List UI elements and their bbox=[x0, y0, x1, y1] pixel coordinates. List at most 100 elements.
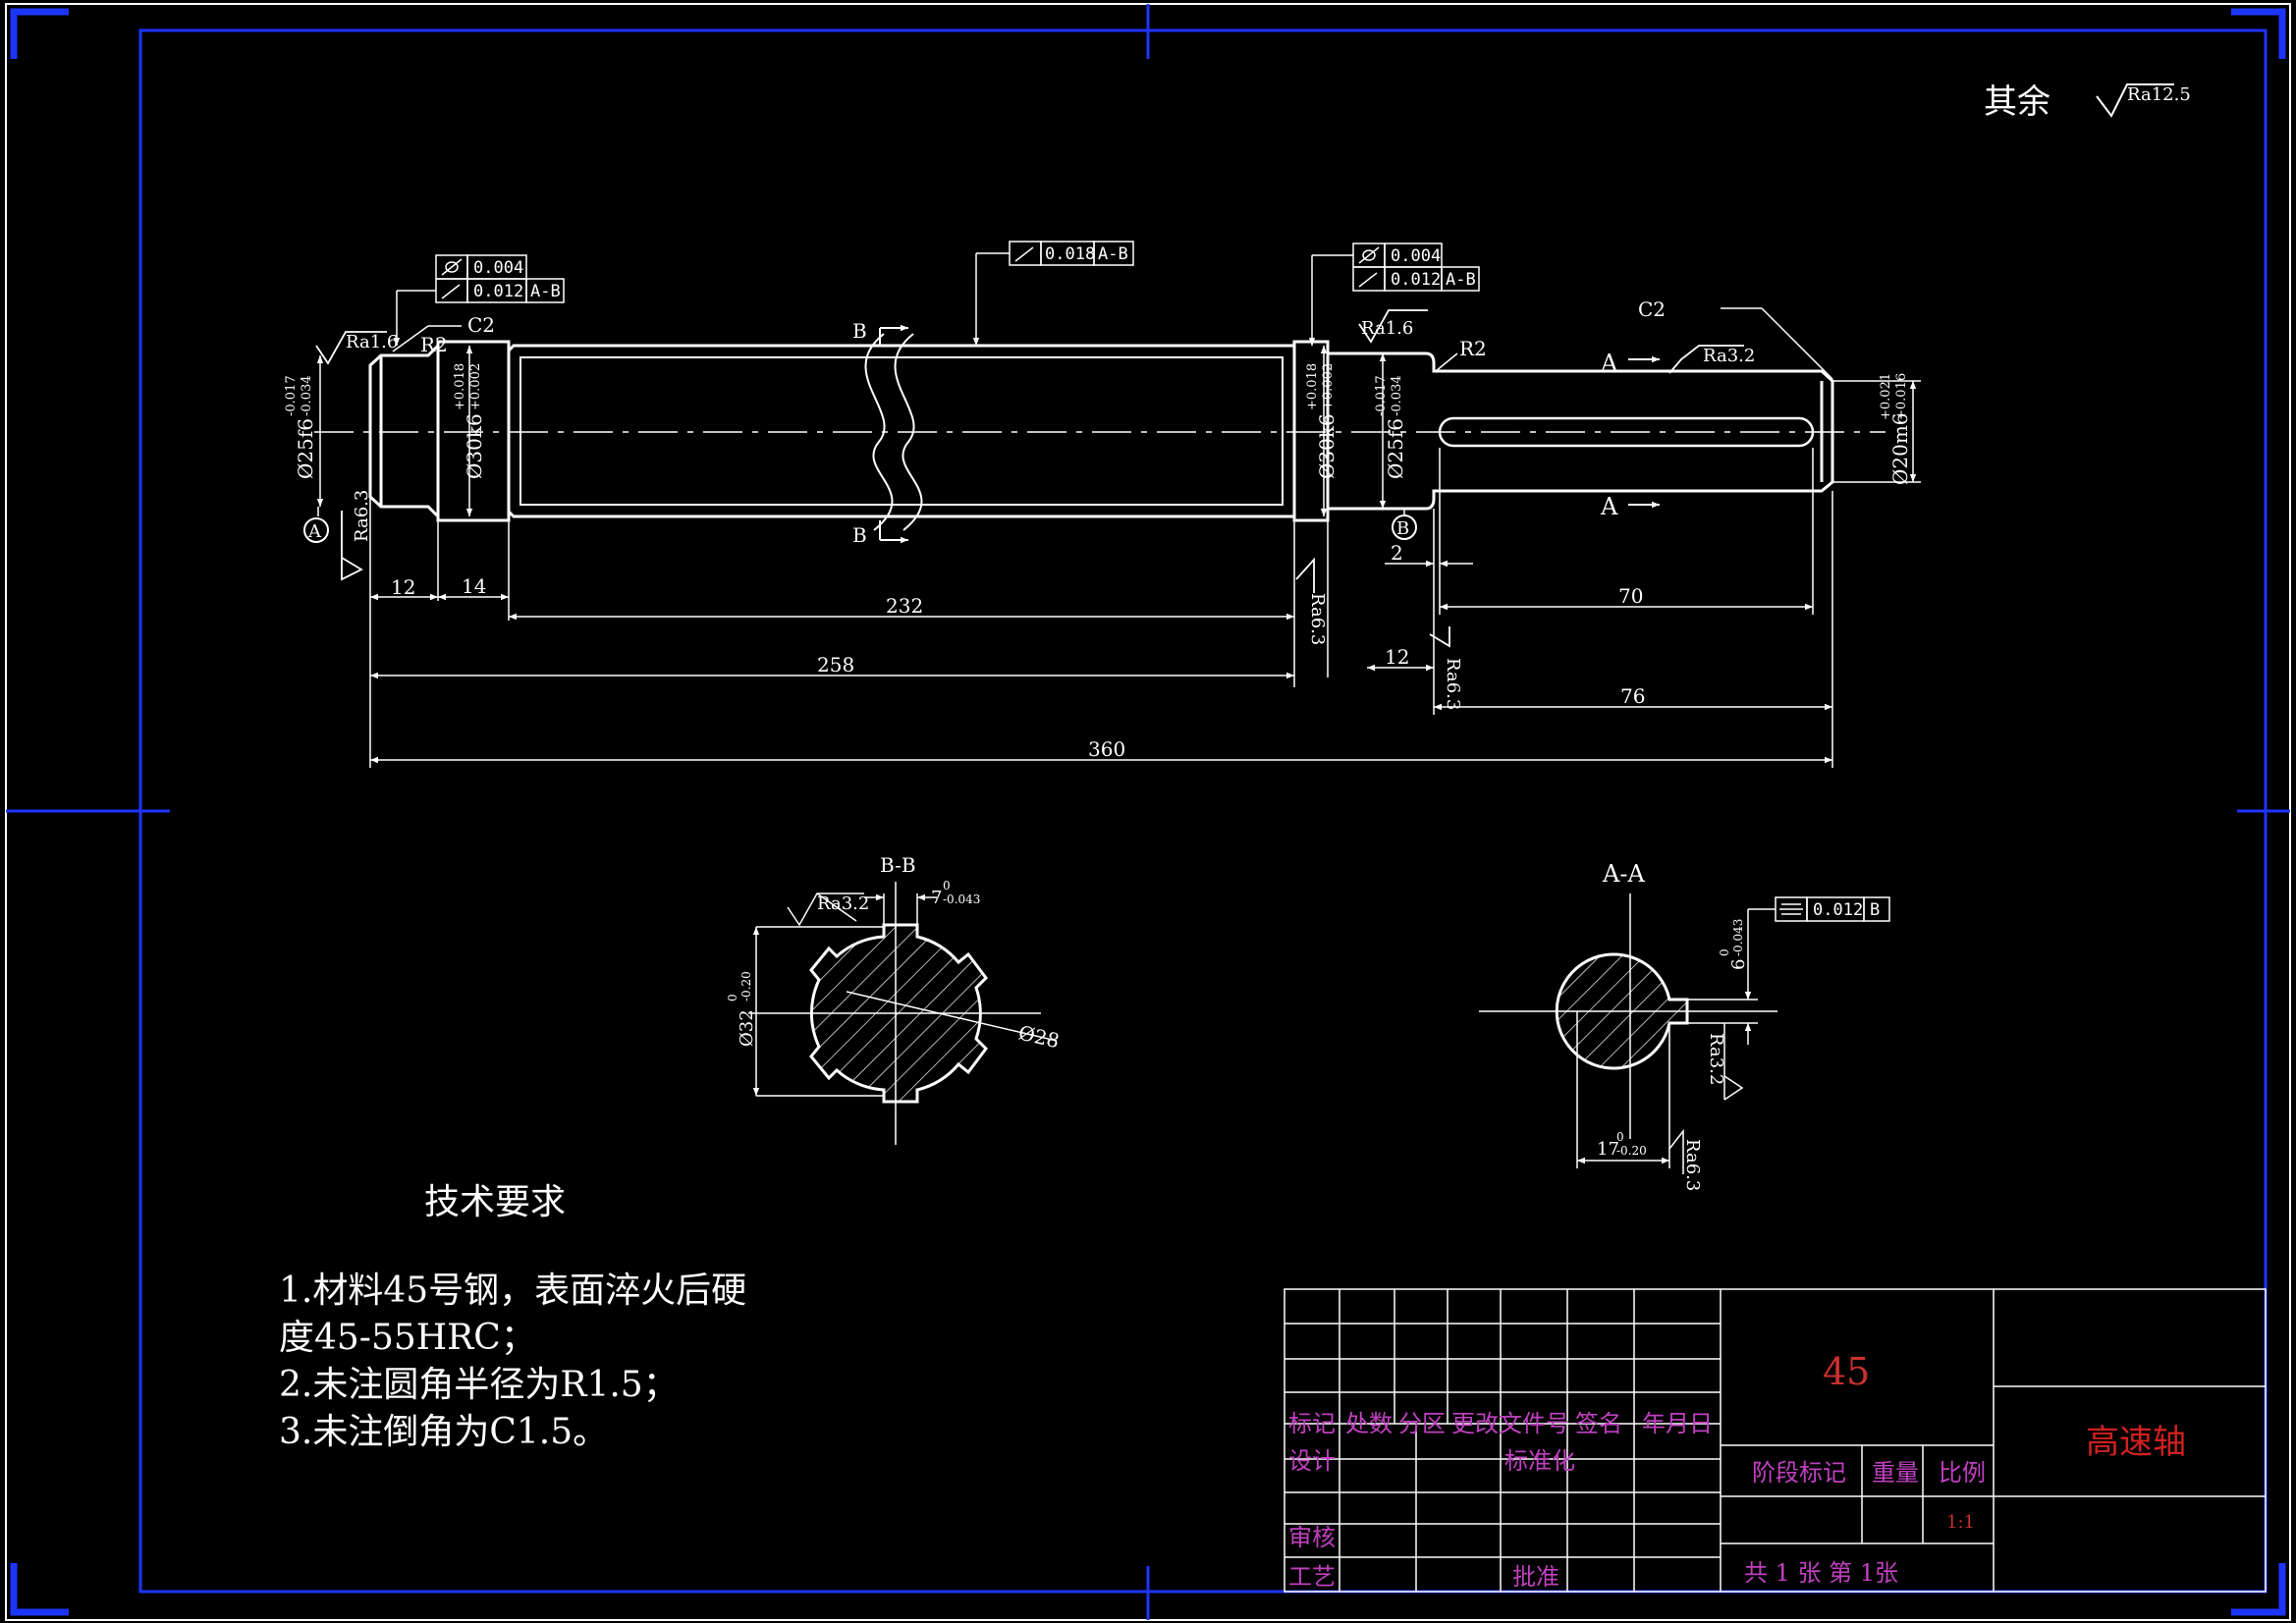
tb-standardization: 标准化 bbox=[1504, 1447, 1575, 1475]
tb-weight: 重量 bbox=[1872, 1459, 1919, 1487]
dia-right-shoulder: Ø30k6 bbox=[1315, 413, 1339, 479]
drawing-frame bbox=[5, 3, 2291, 1621]
title-block-text: 标记 处数 分区 更改文件号 签名 年月日 设计 标准化 审核 工艺 批准 阶段… bbox=[1288, 1350, 2186, 1591]
section-bb-outer-dia: Ø32 bbox=[737, 1009, 757, 1047]
tb-design: 设计 bbox=[1288, 1447, 1336, 1475]
roughness-symbols bbox=[315, 309, 1744, 648]
section-aa-ra-key: Ra3.2 bbox=[1706, 1033, 1726, 1085]
dim-76: 76 bbox=[1620, 684, 1645, 708]
tol-left-bottom-datum: A-B bbox=[530, 282, 561, 301]
tb-header-date: 年月日 bbox=[1642, 1410, 1713, 1437]
dia-shaft-end-tol-lower: +0.016 bbox=[1894, 373, 1909, 420]
dimension-values: 12 14 232 258 360 2 70 12 76 bbox=[391, 541, 1645, 761]
dim-12: 12 bbox=[391, 575, 415, 599]
surface-note-ra: Ra12.5 bbox=[2127, 84, 2191, 105]
section-mark-a-bottom: A bbox=[1600, 493, 1618, 520]
section-bb: B-B Ra3.2 7 0 -0.043 Ø32 0 -0.20 Ø28 bbox=[726, 853, 1062, 1145]
surface-note-label: 其余 bbox=[1984, 82, 2050, 122]
section-mark-b-bottom: B bbox=[852, 523, 867, 547]
section-marks: B B A A bbox=[852, 319, 1660, 547]
title-block bbox=[1284, 1288, 2267, 1593]
key-section bbox=[1555, 952, 1689, 1070]
section-bb-outer-tol-lower: -0.20 bbox=[739, 971, 753, 1001]
radius-right: R2 bbox=[1459, 337, 1487, 360]
tolerance-values: 0.004 0.012 A-B 0.018 A-B 0.004 0.012 A-… bbox=[473, 244, 1476, 301]
dia-right-journal-tol-lower: -0.034 bbox=[1390, 375, 1404, 416]
section-bb-slot: 7 bbox=[931, 888, 942, 908]
dia-right-journal: Ø25f6 bbox=[1384, 418, 1407, 479]
tol-left-top: 0.004 bbox=[473, 258, 523, 278]
dia-left-journal-tol-upper: -0.017 bbox=[284, 375, 299, 416]
surface-note: 其余 Ra12.5 bbox=[1984, 82, 2191, 122]
tb-part-name: 高速轴 bbox=[2086, 1423, 2186, 1462]
tb-header-change-doc: 更改文件号 bbox=[1451, 1410, 1569, 1437]
corner-marks bbox=[10, 8, 2286, 1616]
diameter-dims bbox=[316, 346, 1921, 516]
dia-left-journal-tol-lower: -0.034 bbox=[300, 375, 314, 416]
tb-review: 审核 bbox=[1288, 1524, 1336, 1551]
tol-middle: 0.018 bbox=[1045, 244, 1095, 264]
tb-approve: 批准 bbox=[1512, 1563, 1559, 1591]
dia-shaft-end: Ø20m6 bbox=[1888, 412, 1912, 485]
tb-stage-mark: 阶段标记 bbox=[1752, 1459, 1846, 1487]
section-aa-key-tol-lower: -0.043 bbox=[1731, 919, 1745, 956]
section-mark-b-top: B bbox=[852, 319, 867, 343]
tolerance-frames bbox=[393, 241, 1480, 346]
spline-body-inner bbox=[519, 356, 1284, 506]
tb-scale: 比例 bbox=[1939, 1459, 1986, 1487]
section-bb-slot-tol-upper: 0 bbox=[943, 879, 951, 893]
dim-2: 2 bbox=[1391, 541, 1403, 565]
tb-sheet-count: 共 1 张 第 1张 bbox=[1744, 1559, 1898, 1587]
tol-left-bottom: 0.012 bbox=[473, 282, 523, 301]
ra-left-end: Ra1.6 bbox=[346, 332, 398, 352]
tol-right-top: 0.004 bbox=[1391, 246, 1441, 266]
break-line bbox=[864, 333, 923, 531]
section-aa-key-width: 6 bbox=[1728, 959, 1749, 970]
dia-right-shoulder-tol-lower: +0.002 bbox=[1321, 363, 1336, 410]
tech-req-line-3: 2.未注圆角半径为R1.5； bbox=[279, 1365, 679, 1405]
tb-material: 45 bbox=[1823, 1350, 1870, 1393]
section-bb-ra: Ra3.2 bbox=[817, 893, 869, 914]
tol-right-bottom: 0.012 bbox=[1391, 270, 1441, 290]
section-aa-depth-tol-upper: 0 bbox=[1616, 1130, 1624, 1144]
section-aa: A-A 0.012 B 6 bbox=[1479, 860, 1890, 1191]
section-aa-tol-datum: B bbox=[1870, 900, 1880, 920]
tol-middle-datum: A-B bbox=[1098, 244, 1128, 264]
section-aa-ra-bottom: Ra6.3 bbox=[1682, 1139, 1703, 1191]
ra-right-under: Ra6.3 bbox=[1443, 658, 1463, 710]
tb-header-mark: 标记 bbox=[1288, 1410, 1336, 1437]
tech-req-line-2: 度45-55HRC； bbox=[279, 1318, 536, 1358]
spline-section bbox=[809, 923, 988, 1104]
dimension-lines bbox=[369, 448, 1833, 768]
section-aa-depth-tol-lower: -0.20 bbox=[1616, 1144, 1647, 1158]
datums: A B bbox=[303, 507, 1417, 543]
center-marks bbox=[6, 4, 2290, 1620]
section-bb-inner-dia: Ø28 bbox=[1016, 1020, 1062, 1053]
tb-process: 工艺 bbox=[1288, 1563, 1336, 1591]
dia-left-journal: Ø25f6 bbox=[294, 418, 317, 479]
dim-360: 360 bbox=[1088, 737, 1125, 761]
tb-header-zone: 分区 bbox=[1398, 1410, 1446, 1437]
dia-shaft-end-tol-upper: +0.021 bbox=[1879, 373, 1893, 420]
section-aa-tol-value: 0.012 bbox=[1813, 900, 1863, 920]
chamfer-left: C2 bbox=[467, 313, 495, 337]
section-aa-key-tol-upper: 0 bbox=[1718, 948, 1731, 956]
tech-requirements: 技术要求 1.材料45号钢，表面淬火后硬 度45-55HRC； 2.未注圆角半径… bbox=[279, 1182, 746, 1452]
tb-header-sign: 签名 bbox=[1575, 1410, 1622, 1437]
tech-req-line-1: 1.材料45号钢，表面淬火后硬 bbox=[279, 1271, 746, 1311]
section-bb-title: B-B bbox=[880, 853, 916, 877]
tech-req-line-4: 3.未注倒角为C1.5。 bbox=[279, 1412, 608, 1452]
dim-258: 258 bbox=[817, 653, 854, 676]
tb-header-count: 处数 bbox=[1345, 1410, 1393, 1437]
section-aa-title: A-A bbox=[1602, 860, 1645, 888]
chamfer-radius: C2 R2 C2 R2 bbox=[392, 298, 1833, 380]
roughness-symbol bbox=[2096, 83, 2174, 118]
dim-232: 232 bbox=[886, 594, 923, 618]
dia-left-shoulder-tol-lower: +0.002 bbox=[468, 363, 483, 410]
section-aa-depth: 17 bbox=[1597, 1139, 1619, 1160]
dim-12b: 12 bbox=[1385, 645, 1409, 669]
ra-mid-under: Ra6.3 bbox=[1307, 593, 1328, 645]
section-mark-a-top: A bbox=[1600, 350, 1618, 377]
datum-a: A bbox=[307, 521, 322, 542]
